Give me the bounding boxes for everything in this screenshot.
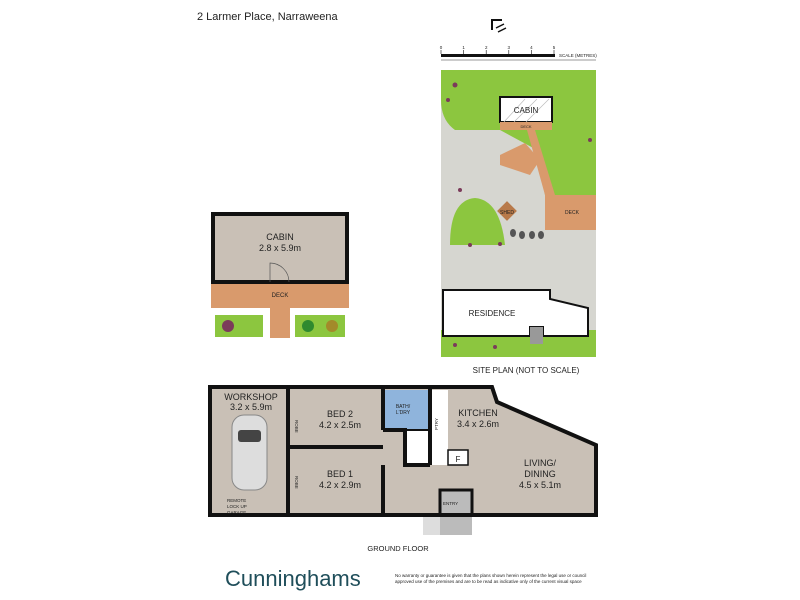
svg-text:3.4 x 2.6m: 3.4 x 2.6m bbox=[457, 419, 499, 429]
site-deck bbox=[500, 143, 540, 175]
scale-tick-label: 2 bbox=[485, 45, 488, 50]
disclaimer-line-2: approved use of the premises and are to … bbox=[395, 579, 582, 584]
svg-text:CABIN: CABIN bbox=[266, 232, 294, 242]
site-plan: DECK CABIN DECK SHED RESIDENCE SITE PLAN… bbox=[441, 70, 596, 375]
bath-laundry bbox=[383, 390, 429, 430]
svg-text:F: F bbox=[456, 455, 461, 464]
site-deck-2 bbox=[545, 195, 596, 230]
svg-text:BATH/: BATH/ bbox=[396, 404, 411, 410]
shed bbox=[497, 201, 517, 221]
svg-text:DINING: DINING bbox=[524, 469, 556, 479]
svg-text:REMOTE: REMOTE bbox=[227, 498, 246, 503]
svg-text:ROBE: ROBE bbox=[294, 476, 299, 489]
svg-text:WORKSHOP: WORKSHOP bbox=[224, 392, 278, 402]
disclaimer-line-1: No warranty or guarantee is given that t… bbox=[395, 573, 586, 578]
svg-text:4.2 x 2.9m: 4.2 x 2.9m bbox=[319, 480, 361, 490]
svg-text:PTRY: PTRY bbox=[434, 418, 439, 430]
svg-text:ROBE: ROBE bbox=[294, 420, 299, 433]
cunninghams-logo: Cunninghams bbox=[225, 566, 361, 591]
cabin-plan: CABIN 2.8 x 5.9m DECK bbox=[211, 212, 349, 338]
svg-text:3.2 x 5.9m: 3.2 x 5.9m bbox=[230, 402, 272, 412]
svg-text:SHED: SHED bbox=[500, 210, 514, 216]
svg-text:RESIDENCE: RESIDENCE bbox=[469, 309, 516, 318]
svg-text:BED 1: BED 1 bbox=[327, 469, 353, 479]
entry-porch bbox=[440, 490, 472, 535]
scale-tick-label: 0 bbox=[440, 45, 443, 50]
svg-text:4.2 x 2.5m: 4.2 x 2.5m bbox=[319, 420, 361, 430]
svg-text:ENTRY: ENTRY bbox=[443, 501, 458, 506]
scale-tick-label: 5 bbox=[553, 45, 556, 50]
scale-tick-label: 1 bbox=[462, 45, 465, 50]
address-title: 2 Larmer Place, Narraweena bbox=[197, 11, 339, 23]
ground-floor-title: GROUND FLOOR bbox=[367, 544, 429, 553]
svg-text:KITCHEN: KITCHEN bbox=[458, 408, 498, 418]
svg-text:L'DRY: L'DRY bbox=[396, 410, 411, 416]
scale-label: SCALE (METRES) bbox=[559, 53, 597, 58]
svg-text:LIVING/: LIVING/ bbox=[524, 458, 557, 468]
svg-text:BED 2: BED 2 bbox=[327, 409, 353, 419]
ground-floor-plan: WORKSHOP 3.2 x 5.9m REMOTE LOCK UP GARAG… bbox=[208, 385, 598, 553]
scale-tick-label: 3 bbox=[508, 45, 511, 50]
cabin-deck bbox=[211, 284, 349, 308]
svg-text:2.8 x 5.9m: 2.8 x 5.9m bbox=[259, 243, 301, 253]
north-arrow-icon bbox=[491, 19, 507, 33]
scale-bar: 0 1 2 3 4 5 SCALE (METRES) bbox=[440, 45, 597, 61]
svg-text:CABIN: CABIN bbox=[514, 106, 539, 115]
lawn bbox=[441, 70, 596, 195]
svg-text:DECK: DECK bbox=[565, 210, 580, 216]
svg-text:DECK: DECK bbox=[272, 293, 289, 299]
svg-text:GARAGE: GARAGE bbox=[227, 510, 246, 515]
lawn bbox=[450, 198, 505, 245]
svg-text:4.5 x 5.1m: 4.5 x 5.1m bbox=[519, 480, 561, 490]
scale-tick-label: 4 bbox=[530, 45, 533, 50]
car-icon bbox=[231, 414, 268, 491]
site-plan-title: SITE PLAN (NOT TO SCALE) bbox=[473, 366, 580, 375]
svg-text:LOCK UP: LOCK UP bbox=[227, 504, 247, 509]
svg-text:DECK: DECK bbox=[520, 124, 531, 129]
